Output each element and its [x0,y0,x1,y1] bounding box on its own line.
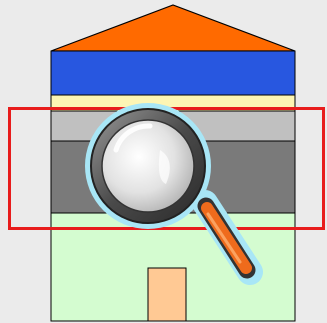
band-blue [51,51,295,95]
door [148,268,186,321]
roof [51,5,295,51]
